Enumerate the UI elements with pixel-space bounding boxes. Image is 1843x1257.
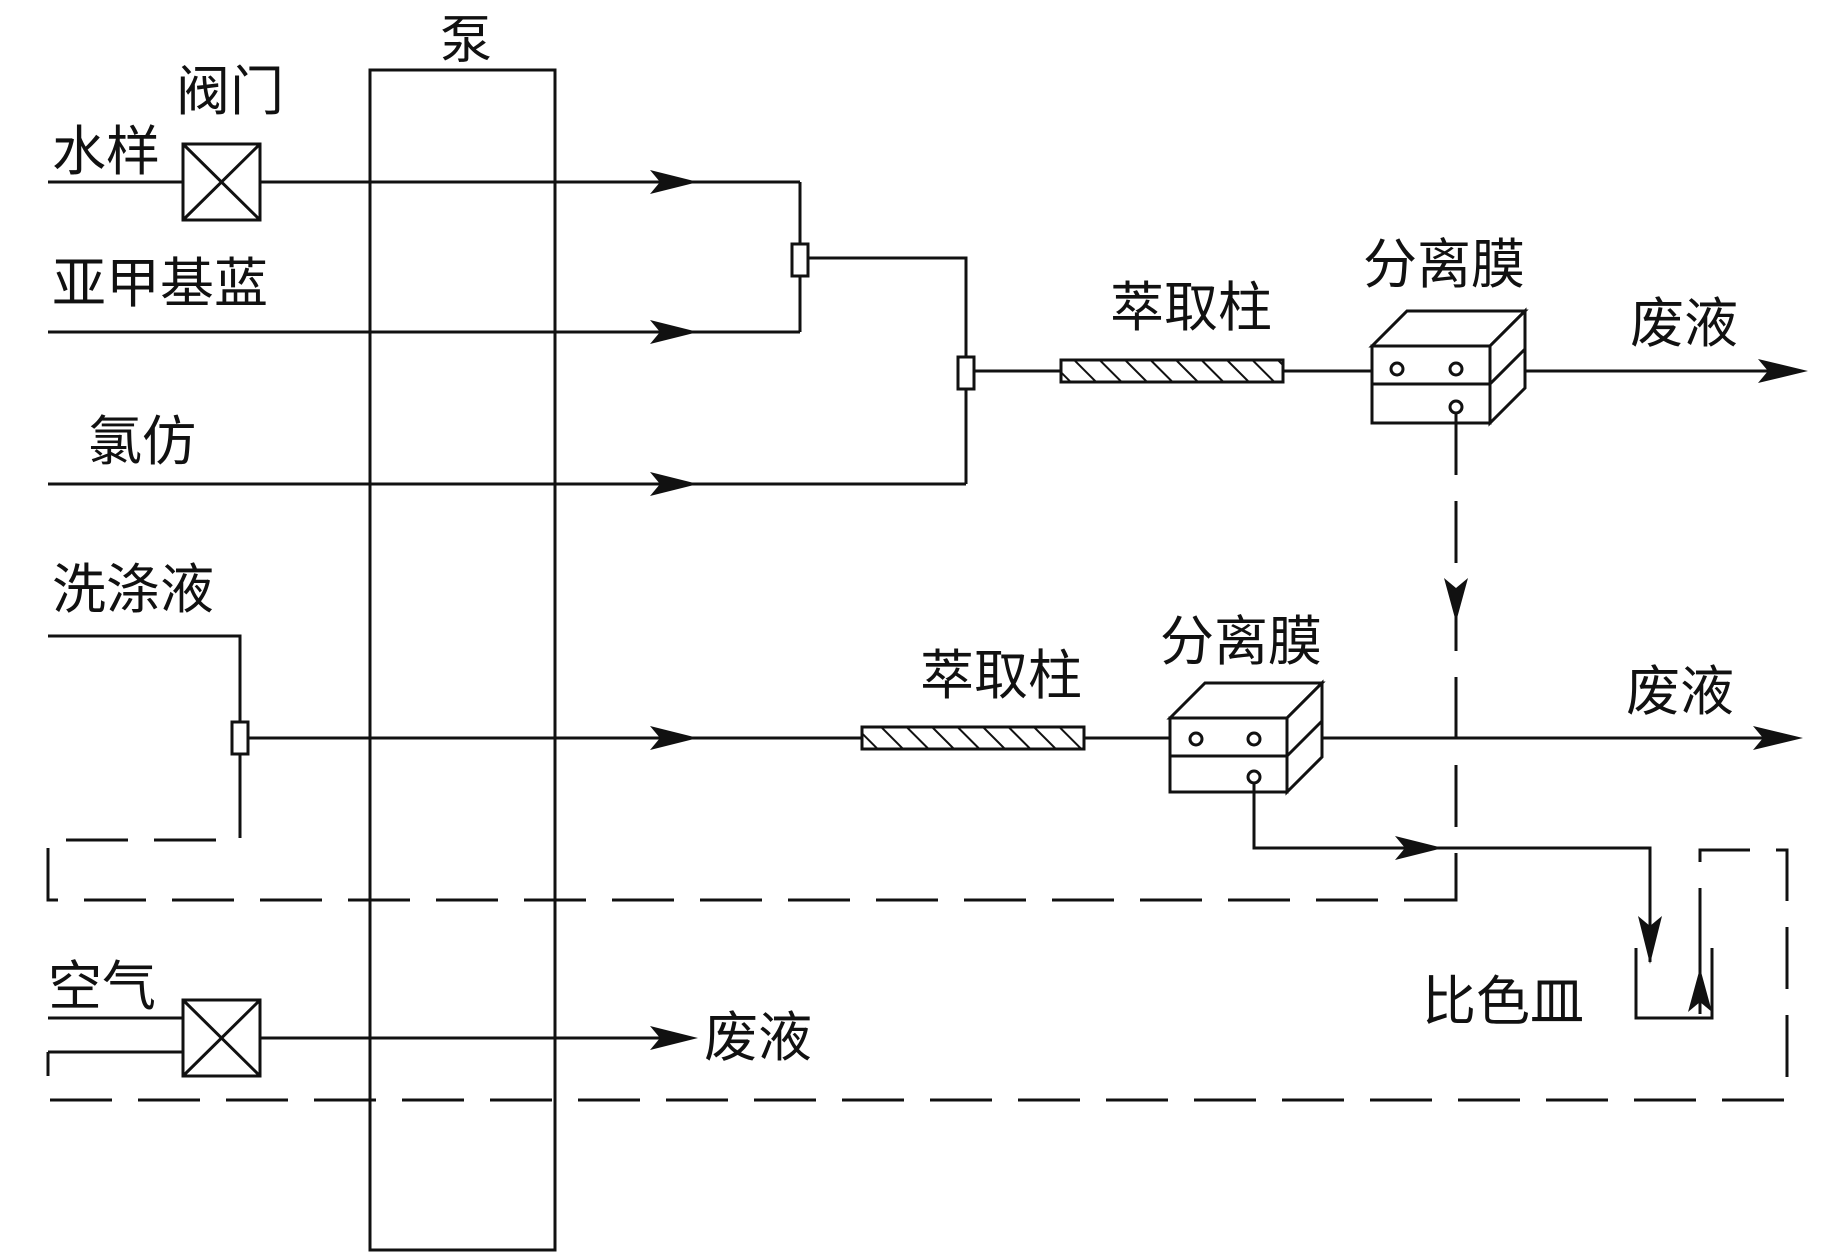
air-label: 空气: [48, 955, 156, 1018]
water-sample-label: 水样: [52, 120, 160, 183]
separation-membrane-icon: [1166, 679, 1326, 796]
waste-label: 废液: [1626, 660, 1734, 723]
arrow-head-icon: [1753, 726, 1803, 750]
arrow-head-icon: [1688, 968, 1712, 1012]
waste-label: 废液: [704, 1006, 812, 1069]
separation-membrane-label: 分离膜: [1363, 233, 1525, 296]
separation-membrane-label: 分离膜: [1160, 610, 1322, 673]
arrow-head-icon: [1758, 359, 1808, 383]
chloroform-label: 氯仿: [88, 410, 196, 473]
valve-icon: [181, 142, 262, 222]
arrow-head-icon: [650, 1026, 698, 1050]
pump-body: [368, 68, 557, 1252]
separation-membrane-icon: [1368, 307, 1529, 427]
pump-label: 泵: [440, 11, 492, 71]
arrow-head-icon: [650, 726, 698, 750]
tee-connector-icon: [790, 242, 810, 278]
valve-icon: [181, 998, 262, 1078]
extraction-column-label: 萃取柱: [920, 644, 1082, 707]
extraction-column-icon: [860, 725, 1086, 751]
arrow-head-icon: [650, 320, 698, 344]
waste-label: 废液: [1630, 292, 1738, 355]
arrow-head-icon: [1444, 578, 1468, 622]
arrow-head-icon: [1395, 836, 1443, 860]
dashed-drain-line: [46, 848, 1789, 1102]
dashed-return-line: [46, 776, 1458, 902]
tee-connector-icon: [230, 720, 250, 756]
cuvette-label: 比色皿: [1422, 970, 1584, 1033]
methylene-blue-label: 亚甲基蓝: [52, 252, 268, 315]
extraction-column-icon: [1059, 358, 1285, 384]
wash-liquid-label: 洗涤液: [52, 558, 214, 621]
connector-line: [808, 256, 968, 357]
valve-label: 阀门: [176, 60, 284, 123]
to-cuvette-line: [1252, 783, 1652, 962]
wash-liquid-line: [48, 634, 242, 722]
cuvette-icon: [1634, 948, 1714, 1020]
extraction-column-label: 萃取柱: [1110, 276, 1272, 339]
arrow-head-icon: [650, 170, 698, 194]
arrow-head-icon: [1638, 916, 1662, 964]
arrow-head-icon: [650, 472, 698, 496]
tee-connector-icon: [956, 355, 976, 391]
